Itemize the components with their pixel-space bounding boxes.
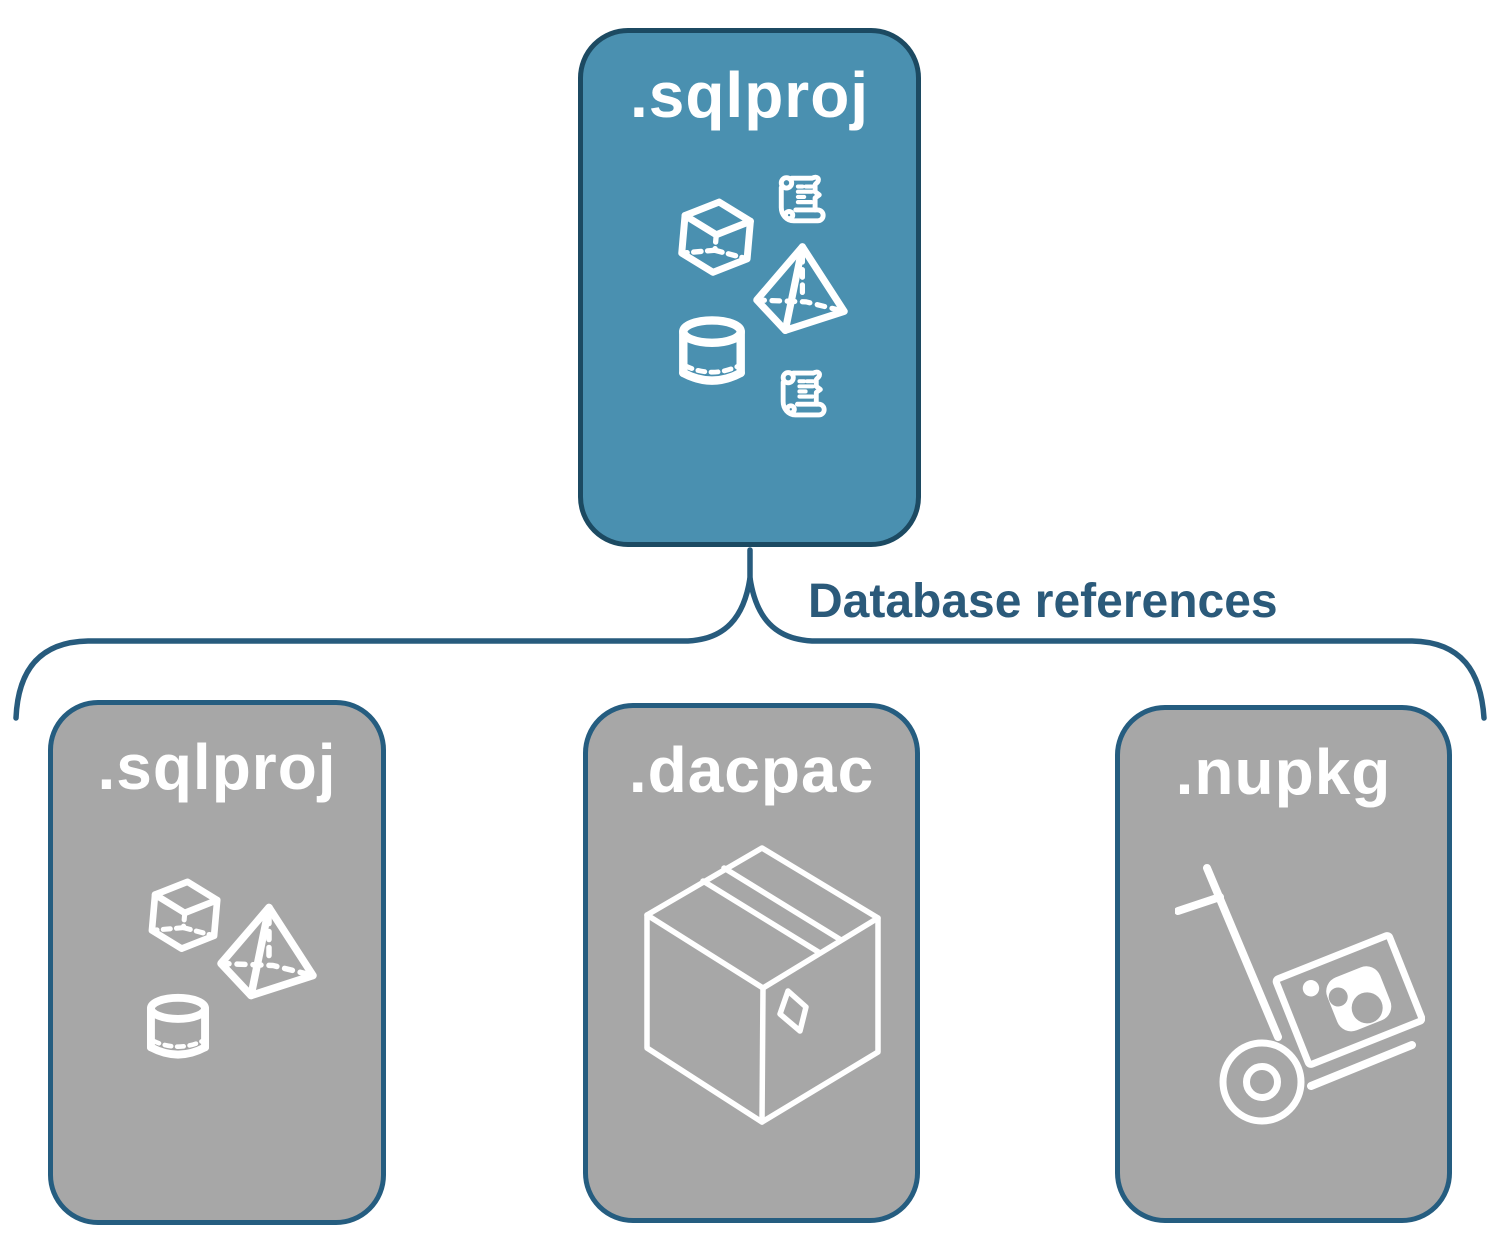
dolly-toe-plate — [1307, 1041, 1416, 1090]
package-box-icon — [644, 845, 881, 1125]
nuget-logo-dot — [1302, 980, 1320, 997]
pyramid-icon — [217, 903, 317, 1000]
scroll-icon — [778, 174, 826, 224]
cylinder-icon — [146, 993, 210, 1059]
child-box-dacpac: .dacpac — [583, 703, 920, 1223]
scroll-icon — [780, 369, 827, 418]
handtruck-nuget-package-icon — [1175, 864, 1425, 1125]
cylinder-icon — [679, 316, 745, 385]
dolly-rail — [1203, 864, 1282, 1041]
pyramid-icon — [753, 243, 848, 334]
nuget-package — [1272, 932, 1425, 1068]
child-box-sqlproj: .sqlproj — [48, 700, 386, 1225]
child-box-nupkg: .nupkg — [1115, 705, 1452, 1223]
nuget-logo-hole-large — [1351, 992, 1383, 1024]
wheel-outer — [1219, 1039, 1305, 1125]
child-box-label: .dacpac — [628, 734, 875, 806]
cube-icon — [678, 198, 754, 276]
nuget-logo-hole-small — [1328, 987, 1348, 1007]
root-box-sqlproj: .sqlproj — [578, 28, 921, 547]
child-box-label: .nupkg — [1175, 736, 1392, 808]
connector-label: Database references — [808, 575, 1278, 628]
root-box-label: .sqlproj — [629, 59, 870, 131]
wheel-hub — [1243, 1063, 1281, 1101]
child-box-label: .sqlproj — [97, 731, 337, 803]
cube-icon — [148, 878, 221, 952]
dolly-handle — [1175, 893, 1224, 915]
